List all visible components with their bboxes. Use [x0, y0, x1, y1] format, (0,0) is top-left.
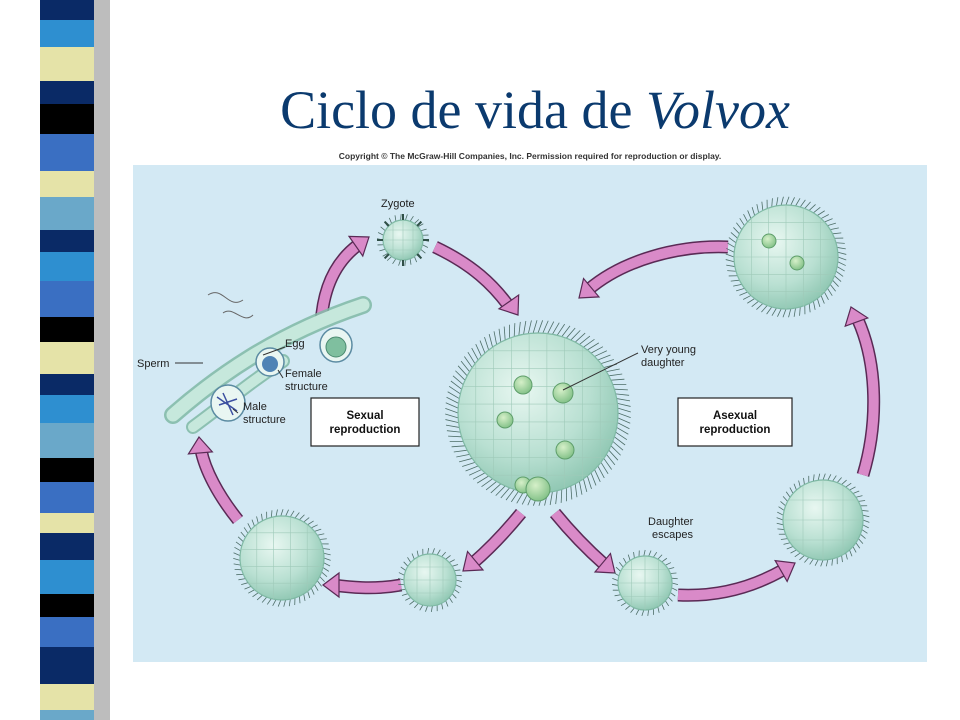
cycle-arrows — [187, 235, 881, 602]
zygote-colony — [376, 214, 430, 266]
svg-text:Sexual: Sexual — [346, 410, 383, 422]
stripe-block — [40, 374, 94, 395]
sexual-filament — [164, 292, 372, 434]
stripe-block — [40, 230, 94, 252]
female-structure-label-1: Female — [285, 368, 322, 380]
female-structure-zygote — [319, 327, 353, 363]
very-young-daughter-label-2: daughter — [641, 357, 685, 369]
asexual-parent-colony-top — [725, 196, 847, 318]
escaped-daughter-colony — [611, 549, 679, 616]
arrow-left-colony-to-filament — [187, 436, 244, 525]
stripe-block — [40, 647, 94, 684]
stripe-block — [40, 342, 94, 374]
stripe-block — [40, 81, 94, 104]
asexual-reproduction-box: Asexual reproduction — [677, 397, 793, 447]
sexual-reproduction-box: Sexual reproduction — [310, 397, 420, 447]
male-structure-label-1: Male — [243, 401, 267, 413]
arrow-top-to-parent — [578, 240, 729, 299]
stripe-block — [40, 710, 94, 720]
mature-parent-colony — [445, 320, 631, 506]
stripe-block — [40, 317, 94, 342]
arrow-zygote-to-parent — [432, 241, 520, 316]
stripe-block — [40, 423, 94, 458]
arrow-daughter-to-right-colony — [677, 559, 796, 602]
stripe-block — [40, 134, 94, 171]
stripe-block — [40, 20, 94, 47]
male-structure — [210, 384, 246, 422]
arrow-right-colony-to-top — [844, 306, 881, 477]
stripe-block — [40, 482, 94, 513]
asexual-colony-right — [776, 473, 870, 567]
arrow-parent-to-left-small — [462, 508, 527, 572]
svg-text:reproduction: reproduction — [700, 424, 771, 436]
male-structure-label-2: structure — [243, 414, 286, 426]
stripe-block — [40, 171, 94, 197]
copyright-notice: Copyright © The McGraw-Hill Companies, I… — [338, 151, 722, 161]
small-colony-bottom — [397, 547, 463, 613]
arrow-parent-to-daughter — [549, 508, 616, 574]
sexual-colony-left — [233, 509, 331, 607]
stripe-block — [40, 47, 94, 81]
very-young-daughter-label-1: Very young — [641, 344, 696, 356]
stripe-block — [40, 513, 94, 533]
sperm-label: Sperm — [137, 358, 169, 370]
page-title: Ciclo de vida de Volvox — [280, 80, 790, 140]
stripe-block — [40, 617, 94, 647]
stripe-block — [40, 281, 94, 317]
stripe-block — [40, 458, 94, 482]
stripe-block — [40, 533, 94, 560]
arrow-small-to-left-colony — [322, 571, 403, 599]
stripe-block — [40, 684, 94, 710]
stripe-block — [40, 395, 94, 423]
daughter-escapes-label-2: escapes — [652, 529, 693, 541]
stripe-block — [40, 104, 94, 134]
female-structure-label-2: structure — [285, 381, 328, 393]
daughter-escapes-label-1: Daughter — [648, 516, 694, 528]
colonies — [233, 196, 870, 616]
svg-text:reproduction: reproduction — [330, 424, 401, 436]
stripe-block — [40, 560, 94, 594]
volvox-life-cycle-diagram: Zygote Egg Female structure Sperm Male s… — [133, 165, 927, 662]
zygote-label: Zygote — [381, 198, 415, 210]
stripe-block — [40, 0, 94, 20]
stripe-block — [40, 252, 94, 281]
svg-text:Asexual: Asexual — [713, 410, 757, 422]
egg-label: Egg — [285, 338, 305, 350]
decorative-stripe — [0, 0, 110, 720]
stripe-block — [40, 197, 94, 230]
stripe-block — [40, 594, 94, 617]
